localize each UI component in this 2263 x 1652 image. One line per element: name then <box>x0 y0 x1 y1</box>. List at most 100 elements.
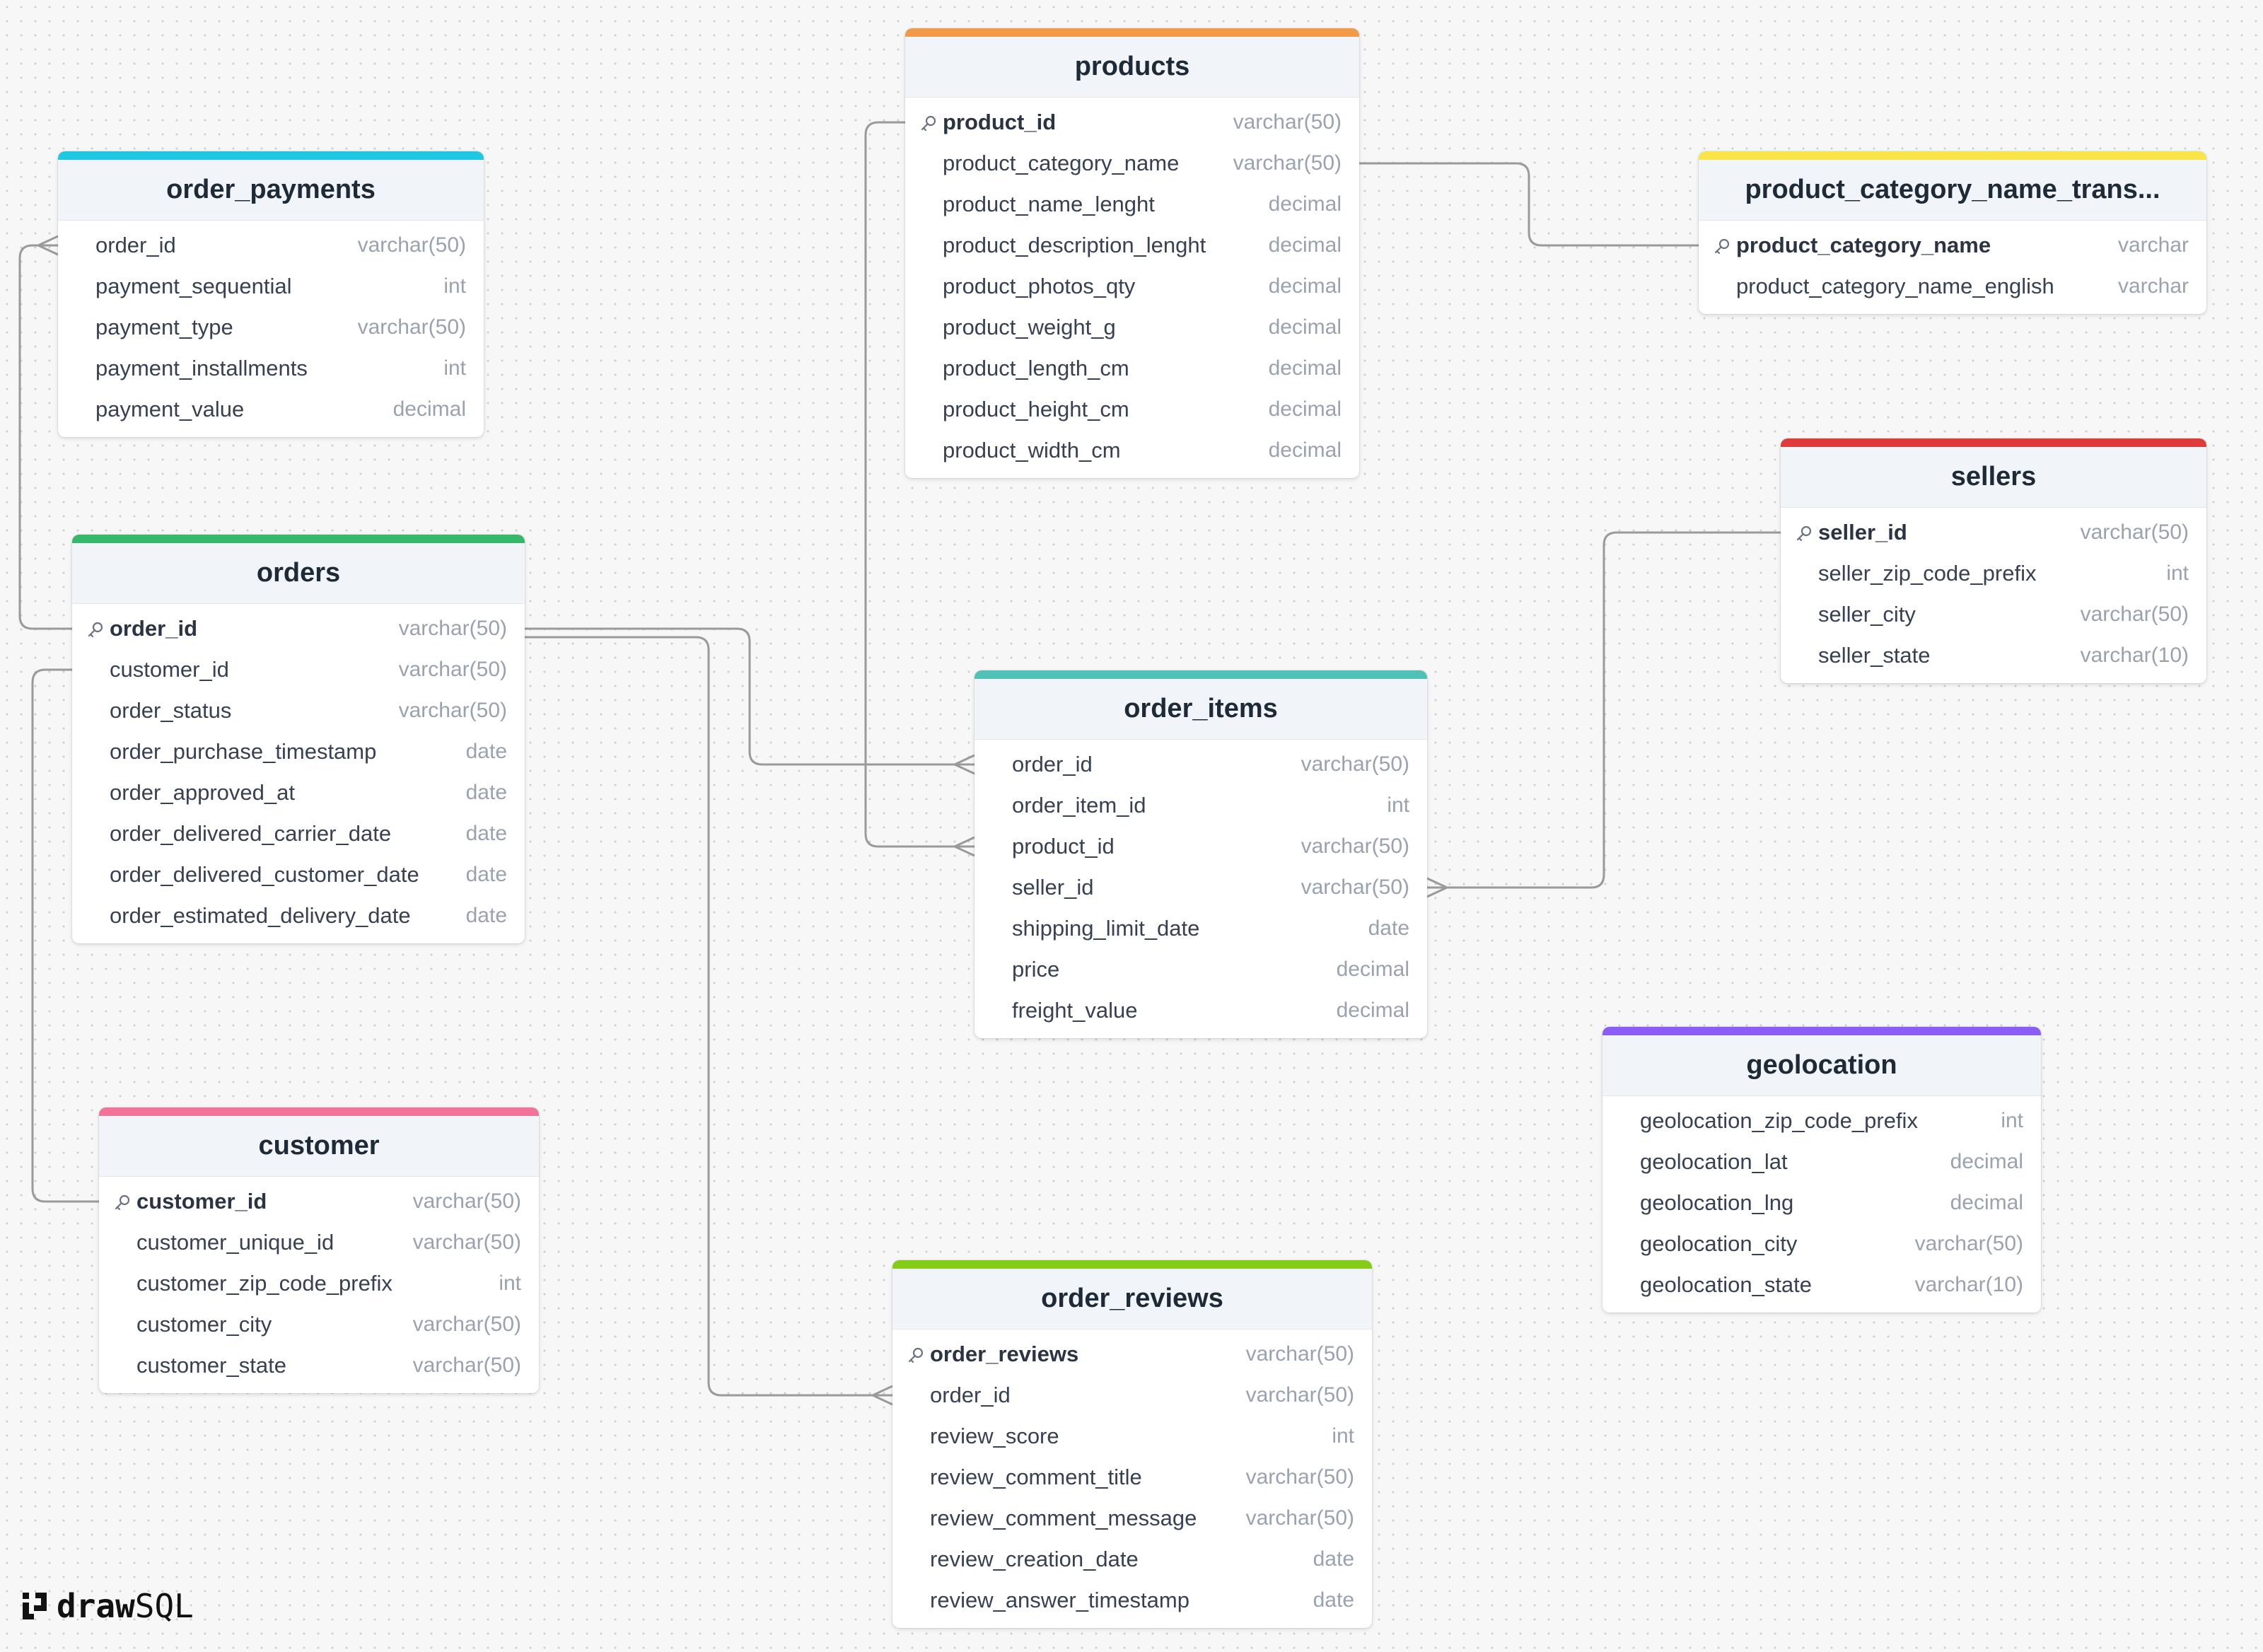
column-type: varchar(50) <box>1301 834 1409 858</box>
table-header[interactable]: order_reviews <box>892 1269 1372 1330</box>
link-category-translation-products[interactable] <box>1359 162 1699 247</box>
column-name: payment_value <box>95 397 245 421</box>
link-products-order-items[interactable] <box>864 121 975 848</box>
column-name: product_category_name_english <box>1736 274 2054 298</box>
column-type: int <box>2166 562 2189 585</box>
crow-foot-marker <box>954 836 975 857</box>
table-header[interactable]: sellers <box>1781 447 2206 508</box>
column-type: decimal <box>1268 397 1342 421</box>
link-orders-order-payments[interactable] <box>18 244 72 630</box>
column-name: review_comment_title <box>930 1465 1142 1489</box>
column-type: varchar(50) <box>2080 520 2189 544</box>
column-name: product_width_cm <box>943 438 1121 463</box>
column-row[interactable]: review_comment_title varchar(50) <box>892 1457 1372 1498</box>
column-name: product_description_lenght <box>943 233 1206 257</box>
column-name: order_id <box>1012 752 1093 776</box>
link-customer-orders[interactable] <box>31 668 99 1203</box>
table-header[interactable]: geolocation <box>1602 1035 2041 1096</box>
table-header[interactable]: order_items <box>975 679 1427 740</box>
table-header[interactable]: order_payments <box>58 160 484 221</box>
column-type: int <box>443 356 466 380</box>
column-row[interactable]: product_height_cm decimal <box>905 389 1359 430</box>
column-type: date <box>465 904 507 927</box>
link-sellers-order-items[interactable] <box>1427 531 1781 889</box>
table-header[interactable]: customer <box>99 1116 539 1177</box>
column-type: decimal <box>1268 192 1342 216</box>
column-type: varchar(50) <box>1245 1465 1354 1489</box>
table-header[interactable]: product_category_name_trans... <box>1699 160 2206 221</box>
primary-key-icon <box>113 1193 132 1211</box>
column-type: varchar(50) <box>357 233 466 257</box>
column-type: decimal <box>1336 999 1409 1022</box>
table-header[interactable]: products <box>905 37 1359 98</box>
link-orders-order-reviews[interactable] <box>525 636 892 1397</box>
table-header[interactable]: orders <box>72 543 525 604</box>
column-name: product_height_cm <box>943 397 1129 421</box>
brand-name-sql: SQL <box>134 1587 194 1625</box>
link-orders-order-items[interactable] <box>525 627 975 766</box>
table-product-category-name-translation[interactable]: product_category_name_trans...product_ca… <box>1699 151 2206 314</box>
column-name: review_comment_message <box>930 1506 1197 1530</box>
